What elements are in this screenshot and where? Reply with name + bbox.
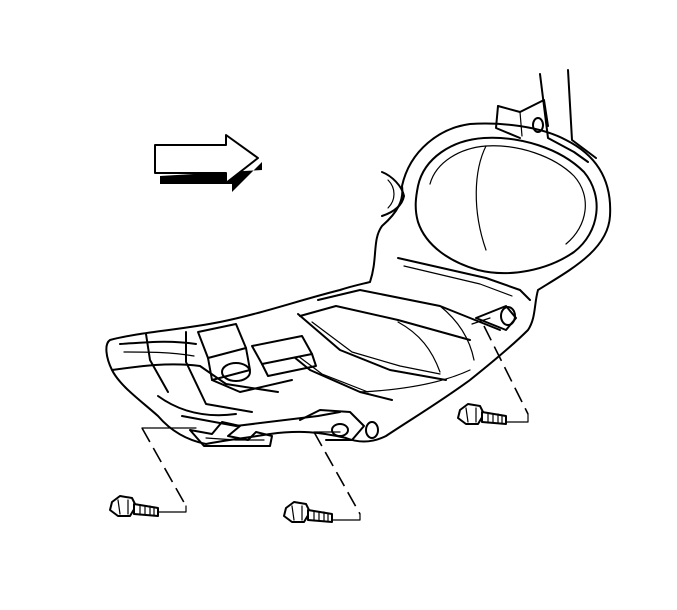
leader-line-left bbox=[141, 427, 197, 513]
heat-shield bbox=[105, 122, 612, 447]
leader-line-right bbox=[471, 317, 529, 423]
direction-arrow-icon bbox=[154, 134, 262, 192]
bolt-left-icon bbox=[109, 495, 159, 517]
mounting-bracket bbox=[495, 69, 597, 163]
bolt-center-icon bbox=[283, 501, 333, 523]
bolt-right-icon bbox=[457, 403, 507, 425]
leader-line-center bbox=[313, 431, 361, 521]
